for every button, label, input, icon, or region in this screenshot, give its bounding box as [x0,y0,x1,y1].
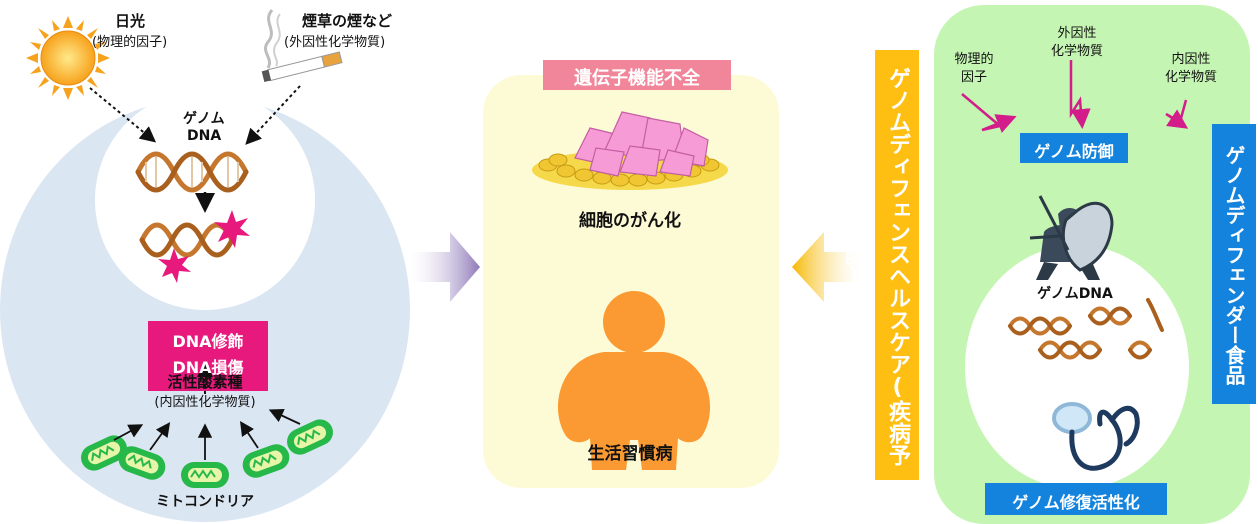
genome-dna-text: ゲノムDNA [1037,286,1113,302]
stethoscope-icon [1052,402,1140,471]
dna-cluster-icon [1008,298,1164,360]
endogenous-line1: 内因性 [1171,52,1211,67]
star-damage-icon [158,248,191,283]
smoke-arrow [245,85,301,145]
genome-label: ゲノム [183,111,225,127]
right-inner-ellipse [965,245,1189,489]
healthcare-banner-text: ゲノムディフェンスヘルスケア(疾病予防) [841,66,910,466]
genome-defense-text: ゲノム防御 [1034,142,1114,161]
smoke-title: 煙草の煙など [302,12,393,30]
damage-badge [148,321,268,391]
attack-arrows [961,60,1189,133]
mitochondria-icon [81,419,333,488]
genome-defense-badge [1020,133,1128,163]
sun-icon [26,16,110,100]
left-to-center-arrow [410,232,480,302]
body-silhouette-icon [557,291,711,470]
damage-line1: DNA修飾 [172,332,244,351]
damage-line2: DNA損傷 [172,358,244,377]
knight-shield-icon [1029,195,1114,280]
healthcare-banner [875,50,919,480]
cancer-label: 細胞のがん化 [579,211,681,231]
dna-label: DNA [187,128,222,144]
center-title: 遺伝子機能不全 [574,68,700,89]
ros-source-arrows [113,409,301,460]
right-to-center-arrow [792,232,862,302]
sunlight-arrow [89,87,157,143]
dna-icon [135,151,249,193]
ros-title: 活性酸素種 [167,373,243,391]
physical-factor-line1: 物理的 [954,52,994,67]
endogenous-line2: 化学物質 [1164,70,1217,85]
exogenous-line1: 外因性 [1057,26,1097,41]
cigarette-icon [261,9,343,83]
repair-text: ゲノム修復活性化 [1012,493,1140,512]
defender-food-banner [1212,124,1256,404]
sunlight-title: 日光 [115,12,146,30]
mitochondria-label: ミトコンドリア [156,494,254,510]
title-badge [543,60,731,90]
sunlight-sub: (物理的因子) [92,35,168,50]
physical-factor-line2: 因子 [960,70,987,85]
smoke-sub: (外因性化学物質) [284,35,386,50]
defender-food-text: ゲノムディフェンダー食品 [1222,145,1246,385]
exogenous-line2: 化学物質 [1050,44,1103,59]
rock-cancer-icon [532,111,728,190]
ros-sub: (内因性化学物質) [154,395,256,410]
damaged-dna-icon [139,222,235,258]
lifestyle-label: 生活習慣病 [587,444,673,464]
star-damage-icon [214,210,250,248]
repair-badge [985,483,1167,515]
